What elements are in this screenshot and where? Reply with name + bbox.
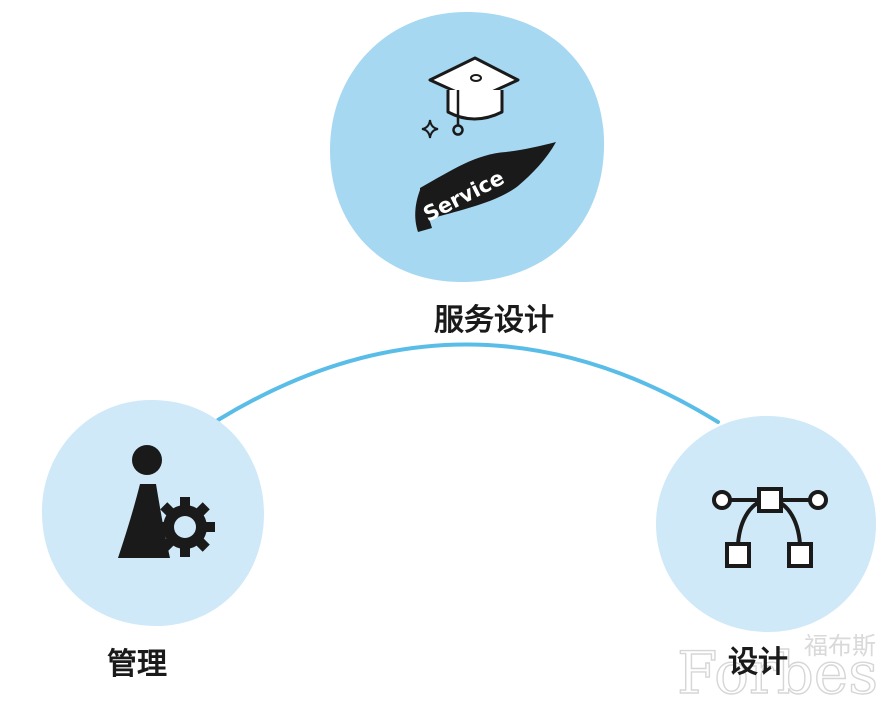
design-label: 设计 [728,645,788,680]
node-service-design: Service 服务设计 [330,11,605,338]
person-with-gear-icon [118,445,215,558]
bezier-curve-icon [712,487,828,568]
design-circle [656,415,876,632]
node-design: 福布斯 Forbes 设计 [656,415,879,703]
node-management: 管理 [42,399,264,682]
service-design-circle [330,11,605,283]
management-label: 管理 [107,647,167,682]
connector-arc [216,342,720,424]
service-design-label: 服务设计 [434,303,554,338]
watermark-en: Forbes [677,639,878,703]
watermark-cn: 福布斯 [804,632,876,660]
